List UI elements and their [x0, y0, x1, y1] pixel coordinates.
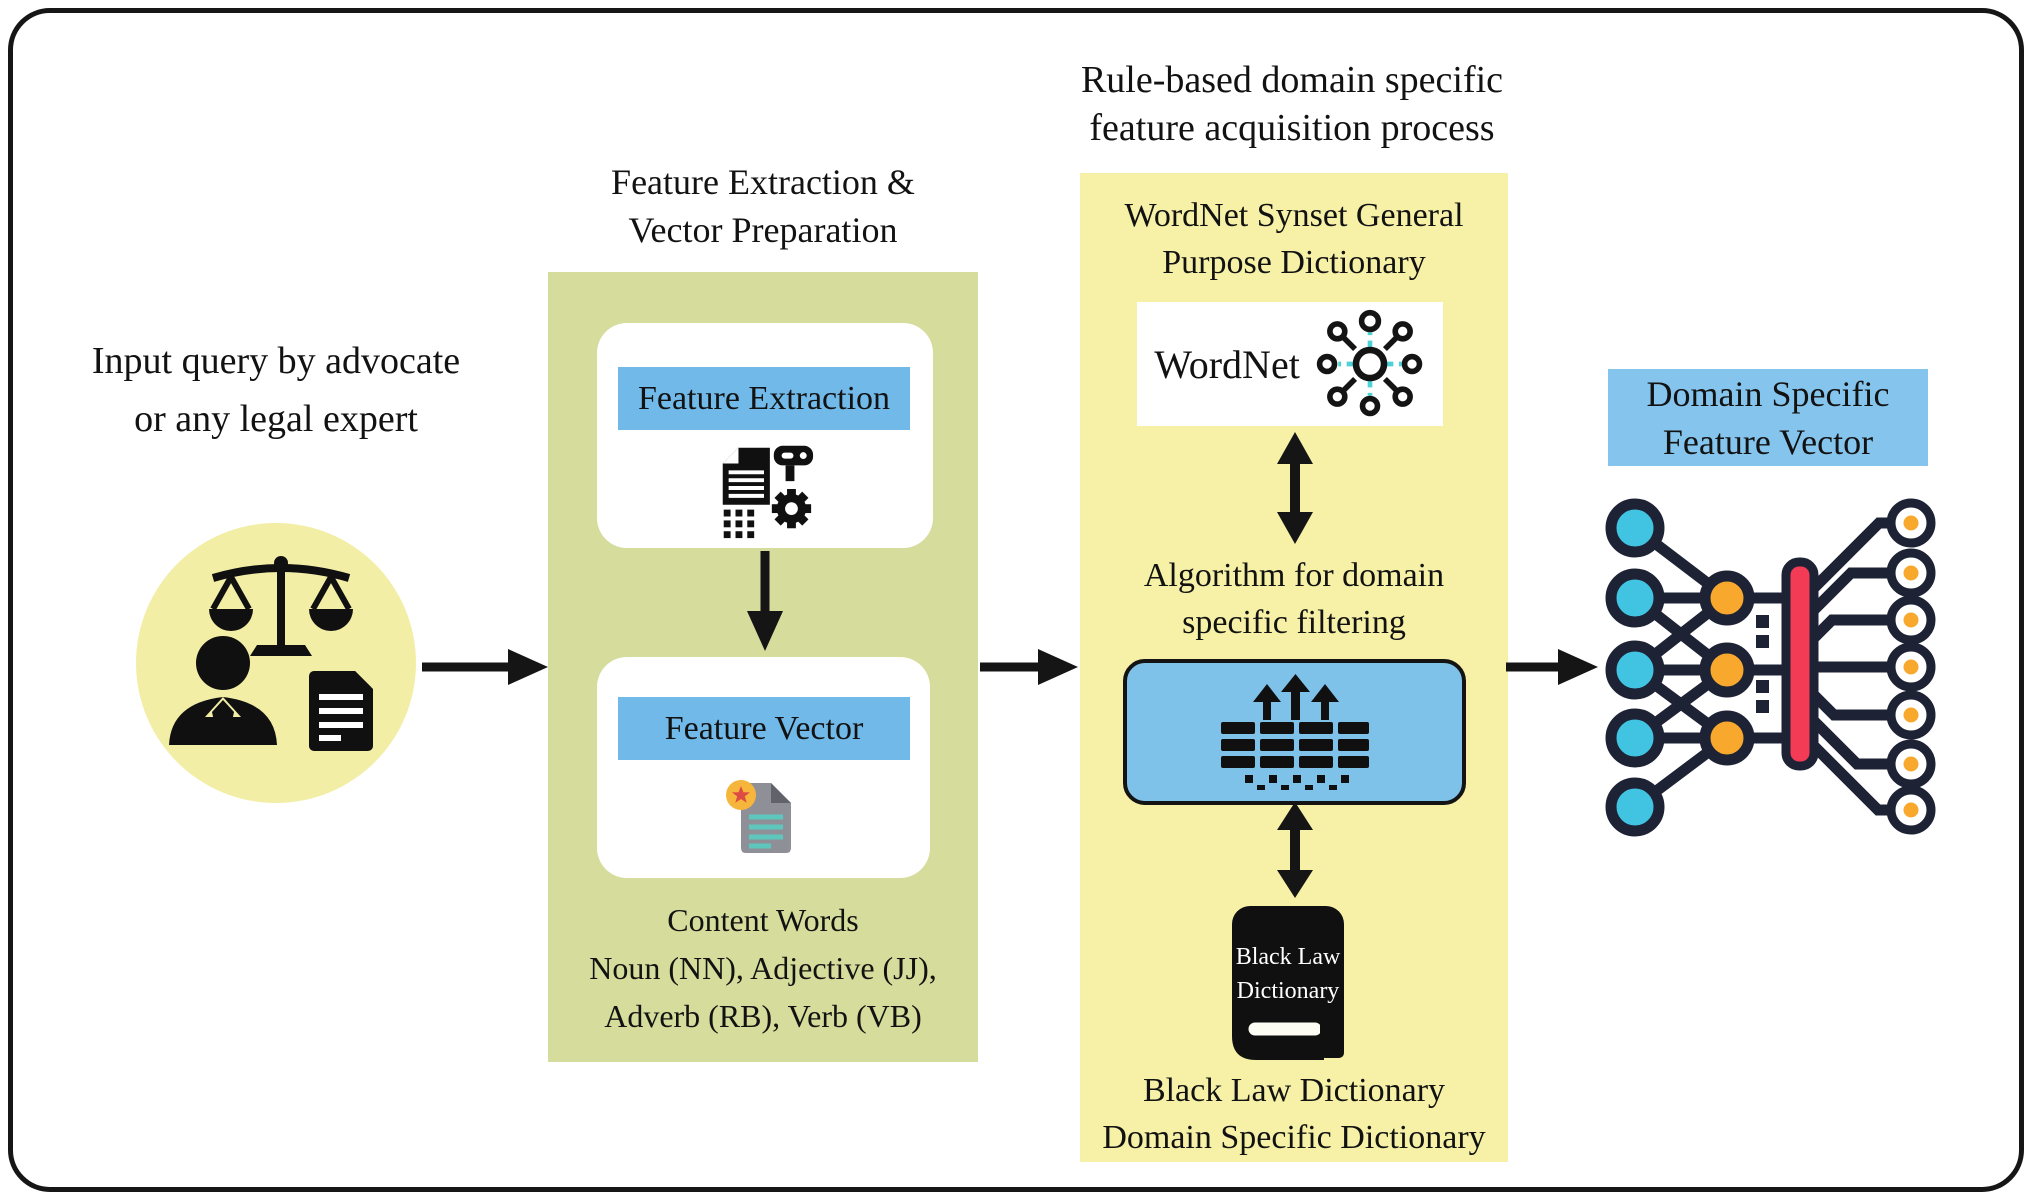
wordnet-box: WordNet	[1137, 302, 1443, 426]
heading-line: Purpose Dictionary	[1162, 244, 1426, 281]
heading-line: specific filtering	[1182, 604, 1406, 641]
wordnet-label: WordNet	[1154, 341, 1300, 387]
flow-arrow-right-icon	[1506, 649, 1598, 685]
heading-line: feature acquisition process	[1089, 107, 1495, 149]
heading-line: Domain Specific Dictionary	[1102, 1119, 1486, 1156]
caption-line: Adverb (RB), Verb (VB)	[604, 998, 922, 1034]
book-title-line: Black Law	[1236, 944, 1341, 970]
wordnet-synset-heading: WordNet Synset General Purpose Dictionar…	[1080, 192, 1508, 286]
heading-feature-extraction-prep: Feature Extraction & Vector Preparation	[538, 158, 988, 254]
input-query-circle	[136, 523, 416, 803]
heading-line: Domain Specific	[1646, 373, 1890, 414]
feature-extraction-header: Feature Extraction	[618, 367, 910, 430]
document-icon	[309, 669, 375, 751]
double-arrow-vertical-icon	[1277, 802, 1313, 898]
feature-vector-header: Feature Vector	[618, 697, 910, 760]
filtering-algorithm-box	[1123, 659, 1466, 805]
network-bar	[1781, 557, 1819, 771]
heading-input-query: Input query by advocate or any legal exp…	[56, 332, 496, 448]
network-edges	[1629, 517, 1898, 816]
algorithm-heading: Algorithm for domain specific filtering	[1080, 552, 1508, 646]
heading-line: Algorithm for domain	[1143, 557, 1445, 594]
person-icon	[169, 636, 277, 745]
flow-arrow-right-icon	[980, 649, 1078, 685]
heading-line: WordNet Synset General	[1124, 197, 1464, 234]
falling-dots	[723, 509, 755, 539]
domain-specific-feature-vector-box: Domain Specific Feature Vector	[1608, 369, 1928, 466]
document-star-badge-icon	[726, 780, 791, 853]
document-processing-gear-icon	[722, 445, 814, 539]
data-filtering-bars-icon	[1220, 674, 1369, 790]
caption-line: Content Words	[667, 902, 859, 938]
heading-rule-based-process: Rule-based domain specific feature acqui…	[1002, 56, 1582, 152]
lawyer-with-scales-and-document-icon	[169, 556, 375, 751]
hidden-nodes	[1699, 570, 1755, 766]
caption-line: Noun (NN), Adjective (JJ),	[589, 950, 937, 986]
scales-of-justice-icon	[209, 556, 353, 656]
gear-icon	[771, 489, 812, 529]
output-nodes	[1886, 498, 1936, 835]
heading-line: Rule-based domain specific	[1080, 59, 1504, 101]
heading-line: Input query by advocate	[91, 340, 461, 382]
black-law-dictionary-heading: Black Law Dictionary Domain Specific Dic…	[1080, 1067, 1508, 1161]
figure-frame	[8, 8, 2024, 1192]
heading-line: or any legal expert	[134, 398, 418, 440]
input-nodes	[1605, 498, 1665, 837]
feature-extraction-card: Feature Extraction	[597, 323, 933, 548]
flow-arrow-down-icon	[747, 551, 783, 651]
neural-network-circuit-icon	[1605, 498, 1936, 837]
feature-vector-card: Feature Vector	[597, 657, 930, 878]
content-words-caption: Content Words Noun (NN), Adjective (JJ),…	[548, 896, 978, 1040]
ellipsis-squares	[1756, 615, 1769, 713]
book-title-line: Dictionary	[1237, 978, 1340, 1004]
double-arrow-vertical-icon	[1277, 432, 1313, 544]
heading-line: Feature Vector	[1662, 421, 1874, 462]
hub-and-spoke-network-icon	[1316, 309, 1423, 417]
black-law-dictionary-book-icon: Black Law Dictionary	[1232, 906, 1344, 1060]
heading-line: Vector Preparation	[628, 210, 898, 250]
flow-arrow-right-icon	[422, 649, 548, 685]
heading-line: Black Law Dictionary	[1142, 1072, 1446, 1109]
heading-line: Feature Extraction &	[611, 162, 915, 202]
